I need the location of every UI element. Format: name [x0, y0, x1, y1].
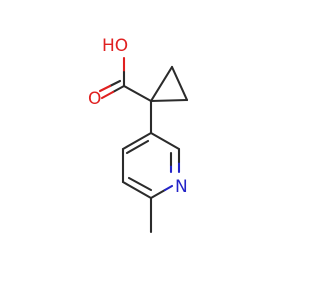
pyridine-bond-c6-n-dark	[149, 188, 167, 200]
pyridine-double-bond-c5-c6	[127, 176, 153, 192]
ring-nitrogen-label: N	[175, 177, 188, 197]
molecule-structure: HO O N	[88, 36, 189, 234]
c-o-double-bond-outer-dark	[111, 84, 126, 94]
pyridine-double-bond-c3-c4	[125, 139, 150, 155]
c-o-double-bond-outer-red	[100, 90, 115, 100]
cyclopropane-ring	[149, 65, 189, 103]
c-o-double-bond-inner-red	[98, 84, 112, 93]
pyridine-ring: N	[121, 131, 188, 200]
cyclopropane-bond-1	[149, 65, 174, 103]
pyridine-bond-c3-c4	[121, 131, 153, 151]
hydroxyl-label: HO	[102, 36, 128, 56]
pyridine-bond-c6-n-blue	[163, 184, 174, 192]
cyclopropane-bond-3	[149, 98, 189, 103]
carbonyl-oxygen-label: O	[88, 89, 101, 109]
pyridine-bond-c2-c3	[149, 131, 181, 151]
pyridine-bond-c5-c6	[121, 180, 153, 200]
carboxylic-acid-group: HO O	[88, 36, 153, 109]
carboxyl-to-cyclopropane-bond	[122, 84, 153, 103]
c-o-double-bond-inner-dark	[108, 79, 122, 88]
cyclopropane-bond-2	[170, 65, 189, 102]
